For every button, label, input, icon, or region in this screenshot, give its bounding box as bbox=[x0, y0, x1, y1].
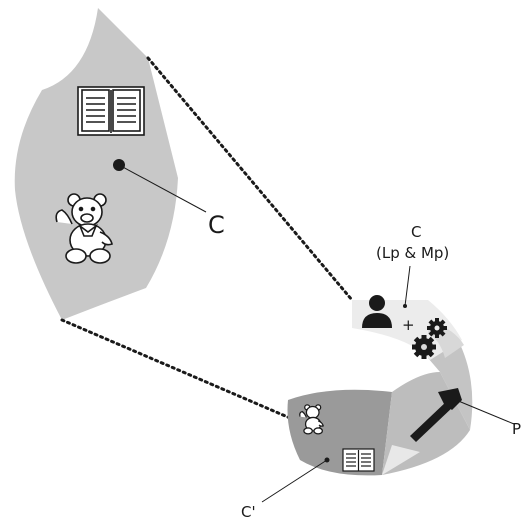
hammer-icon bbox=[410, 388, 462, 442]
label-c-top: C bbox=[411, 223, 421, 241]
leader-line-c-prime bbox=[261, 459, 328, 503]
teddy-bear-icon bbox=[299, 404, 324, 435]
label-c-prime: C' bbox=[241, 503, 256, 521]
teddy-bear-icon bbox=[55, 193, 113, 264]
person-icon bbox=[362, 295, 392, 328]
zoom-line-bottom bbox=[60, 318, 292, 420]
book-icon bbox=[342, 448, 375, 472]
leader-line-p bbox=[455, 399, 515, 425]
label-p: P bbox=[512, 420, 521, 438]
leader-line-c bbox=[118, 164, 207, 213]
big-sector bbox=[14, 8, 178, 320]
label-c-top-sub: (Lp & Mp) bbox=[376, 244, 449, 262]
segment-bottom bbox=[287, 389, 392, 476]
segment-middle bbox=[428, 340, 473, 430]
top-dot bbox=[403, 304, 407, 308]
gears-icon bbox=[412, 318, 447, 359]
label-c-big: C bbox=[208, 211, 225, 239]
plus-sign: + bbox=[402, 316, 415, 334]
zoom-line-top bbox=[146, 56, 354, 302]
book-icon bbox=[77, 86, 145, 136]
segment-divider-lower bbox=[382, 445, 420, 475]
leader-line-c-top bbox=[404, 265, 411, 307]
